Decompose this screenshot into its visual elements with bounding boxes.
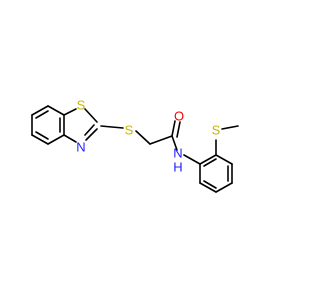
bond xyxy=(149,135,173,145)
benzothiazole-group xyxy=(31,105,98,145)
bond xyxy=(221,125,239,130)
amide-nitrogen-label: N xyxy=(173,146,182,161)
oxygen-label: O xyxy=(174,109,184,124)
bond xyxy=(47,105,65,116)
bond xyxy=(63,108,77,116)
bond xyxy=(215,182,233,193)
bond xyxy=(176,121,181,138)
bond xyxy=(171,120,176,137)
bond xyxy=(203,158,217,167)
bond xyxy=(135,130,151,145)
bond xyxy=(84,108,98,123)
amide-hydrogen-label: H xyxy=(173,160,182,175)
sulfur-methyl-label: S xyxy=(212,123,221,138)
bond xyxy=(85,128,98,141)
bond xyxy=(35,131,49,140)
molecule-diagram: S N S O N H S xyxy=(31,98,239,193)
sulfur-ring-label: S xyxy=(77,98,86,113)
bond xyxy=(215,154,233,165)
bond xyxy=(63,134,77,143)
bond xyxy=(171,135,178,151)
linker-group xyxy=(100,120,181,151)
bond xyxy=(31,134,49,145)
phenyl-group xyxy=(183,125,239,193)
bond xyxy=(203,180,217,189)
bond xyxy=(199,154,217,165)
sulfur-linker-label: S xyxy=(125,123,134,138)
bond xyxy=(199,182,217,193)
bond xyxy=(47,134,65,145)
bond xyxy=(35,110,49,119)
bond xyxy=(84,124,95,136)
atom-labels: S N S O N H S xyxy=(76,98,220,175)
bond xyxy=(31,105,49,116)
bond xyxy=(100,125,124,129)
nitrogen-ring-label: N xyxy=(76,140,85,155)
bond xyxy=(183,154,201,165)
